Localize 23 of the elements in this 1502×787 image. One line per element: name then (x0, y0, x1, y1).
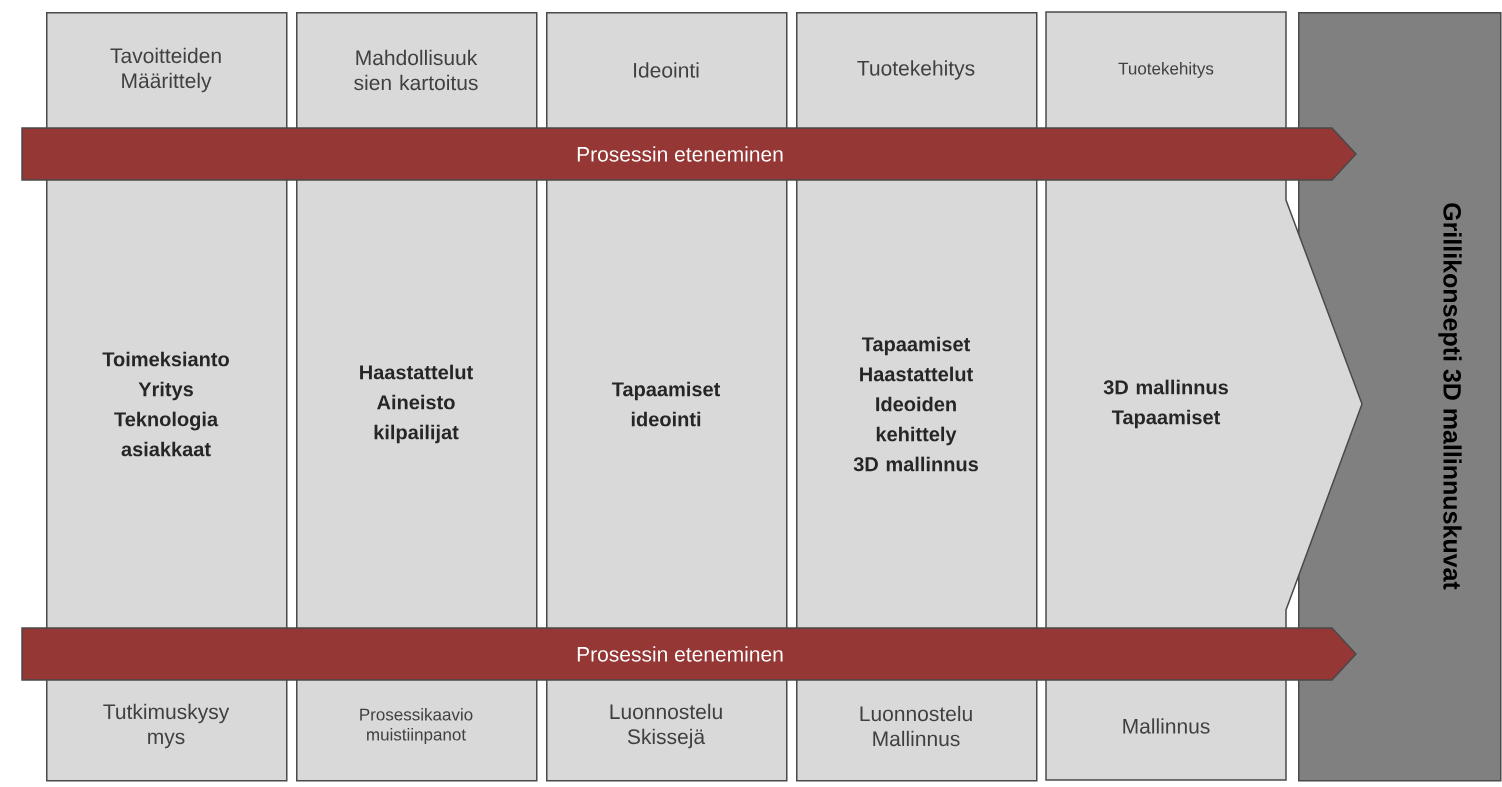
stage-label: Ideointi (634, 62, 699, 78)
stage-label: Tuotekehitys (857, 60, 975, 80)
method-label: Tutkimuskysy mys (103, 703, 230, 749)
task-list: Toimeksianto Yritys Teknologia asiakkaat (102, 351, 229, 457)
stage-label: Mahdollisuuk sien kartoitus (354, 49, 478, 91)
node-label: 3D mallinnus (853, 456, 978, 472)
task-list: Tapaamiset ideointi (611, 381, 721, 427)
node-label: Haastattelut (860, 366, 973, 382)
method-label: Mallinnus (1123, 718, 1210, 734)
node-label: Yritys (138, 381, 193, 401)
method-label: Luonnostelu Skissejä (610, 703, 722, 749)
task-list: 3D mallinnus Tapaamiset (1103, 379, 1228, 429)
task-list: Tapaamiset Haastattelut Ideoiden kehittely 3D mallinnus (853, 336, 978, 472)
node-label: Toimeksianto (102, 351, 229, 367)
node-label: Tapaamiset (861, 336, 971, 356)
method-label: Luonnostelu Mallinnus (860, 705, 972, 747)
stage-label: Tavoitteiden Määrittely (110, 47, 221, 93)
node-label: Ideoiden kehittely (876, 396, 957, 446)
node-label: Teknologia (114, 411, 219, 431)
method-label: Prosessikaavio muistiinpanot (360, 708, 473, 744)
stage-label: Tuotekehitys (1118, 62, 1214, 78)
task-list: Haastattelut Aineisto kilpailijat (360, 364, 473, 444)
node-label: asiakkaat (121, 441, 211, 457)
